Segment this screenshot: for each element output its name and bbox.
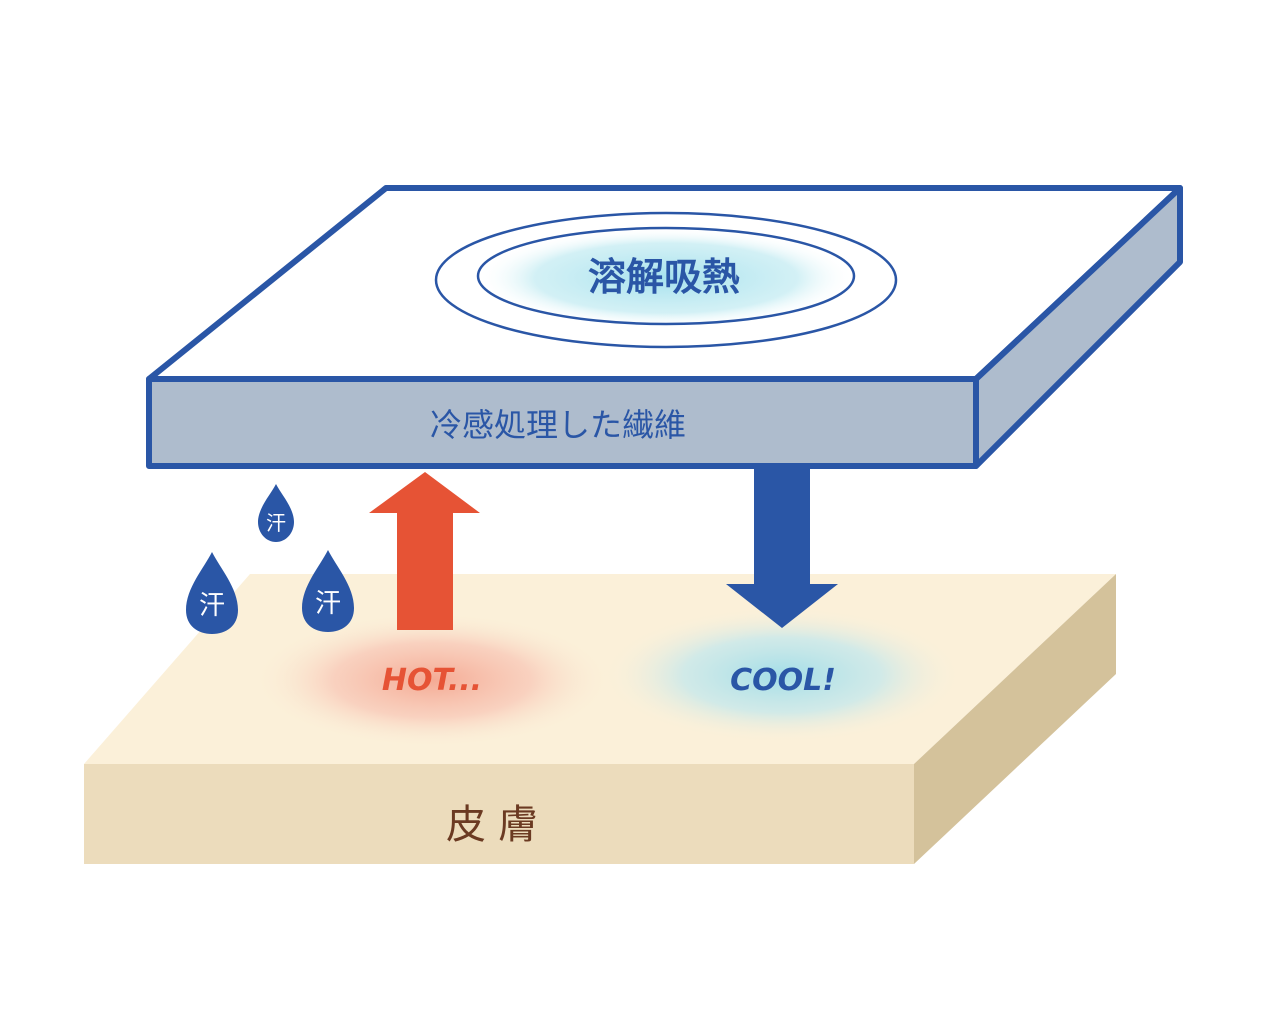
fiber-label: 冷感処理した繊維: [430, 406, 686, 444]
skin-side-face: [914, 574, 1116, 864]
fiber-front-face: [146, 376, 979, 469]
skin-front-face: [84, 764, 914, 864]
cool-glow: [602, 607, 962, 743]
skin-label: 皮膚: [446, 802, 550, 848]
cool-label: COOL!: [730, 663, 836, 698]
sweat-drop-1: 汗: [258, 484, 294, 542]
fiber-layer: 溶解吸熱 冷感処理した繊維: [146, 185, 1183, 469]
dissolution-glow: [478, 228, 854, 328]
sweat-drop-icon: [258, 484, 294, 542]
sweat-drop-2: 汗: [186, 552, 238, 634]
sweat-drop-3: 汗: [302, 550, 354, 632]
sweat-drop-label: 汗: [199, 591, 225, 621]
skin-layer: HOT... COOL! 皮膚: [84, 574, 1116, 864]
dissolution-heat-absorption-label: 溶解吸熱: [588, 255, 740, 299]
heat-up-arrow-icon: [369, 472, 480, 630]
hot-label: HOT...: [382, 663, 482, 698]
sweat-drop-icon: [302, 550, 354, 632]
hot-glow: [252, 612, 612, 748]
sweat-drop-label: 汗: [266, 511, 286, 535]
sweat-drop-label: 汗: [315, 589, 341, 619]
dissolution-inner-ring: [476, 226, 856, 326]
sweat-drop-icon: [186, 552, 238, 634]
cool-down-arrow-icon: [726, 466, 838, 628]
